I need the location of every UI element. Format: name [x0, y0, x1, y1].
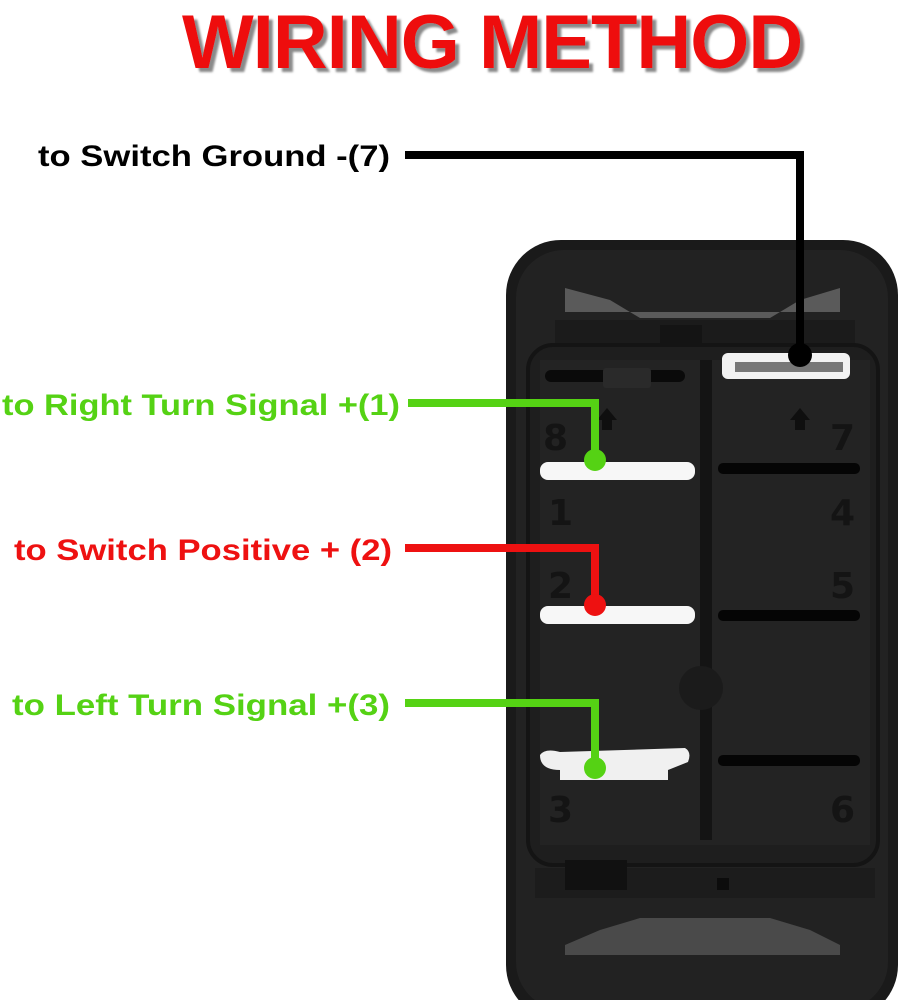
left-turn-wire [405, 699, 599, 768]
pin-label-4: 4 [830, 493, 855, 534]
pin-label-2: 2 [548, 566, 573, 607]
rocker-top [565, 288, 840, 318]
switch-detail [735, 362, 843, 372]
positive-dot [584, 594, 606, 616]
arrow-icon [790, 408, 810, 430]
left-turn-dot [584, 757, 606, 779]
positive-wire [405, 544, 599, 605]
right-turn-wire [408, 399, 599, 460]
center-divider [700, 360, 712, 840]
label-left-turn: to Left Turn Signal +(3) [12, 689, 390, 722]
pin-label-3: 3 [548, 790, 573, 831]
label-right-turn: to Right Turn Signal +(1) [2, 389, 400, 422]
rocker-switch: 8 1 2 3 7 4 5 6 [506, 240, 898, 1000]
switch-detail [565, 860, 627, 890]
pin-label-1: 1 [548, 493, 573, 534]
ground-wire [405, 151, 804, 355]
arrow-icon [597, 408, 617, 430]
switch-detail [603, 368, 651, 388]
ground-dot [788, 343, 812, 367]
label-ground: to Switch Ground -(7) [38, 140, 390, 173]
pin-label-7: 7 [830, 418, 855, 459]
pin-label-8: 8 [543, 418, 568, 459]
slot-5 [718, 610, 860, 621]
switch-detail [717, 878, 729, 890]
pin-label-5: 5 [830, 566, 855, 607]
rocker-bottom [565, 918, 840, 955]
terminal-3 [540, 748, 690, 780]
right-turn-dot [584, 449, 606, 471]
label-positive: to Switch Positive + (2) [14, 534, 392, 567]
switch-detail [679, 666, 723, 710]
terminal-1 [540, 462, 695, 480]
slot-6 [718, 755, 860, 766]
terminal-2 [540, 606, 695, 624]
pin-label-6: 6 [830, 790, 855, 831]
slot-4 [718, 463, 860, 474]
page-title: WIRING METHOD [182, 0, 802, 85]
